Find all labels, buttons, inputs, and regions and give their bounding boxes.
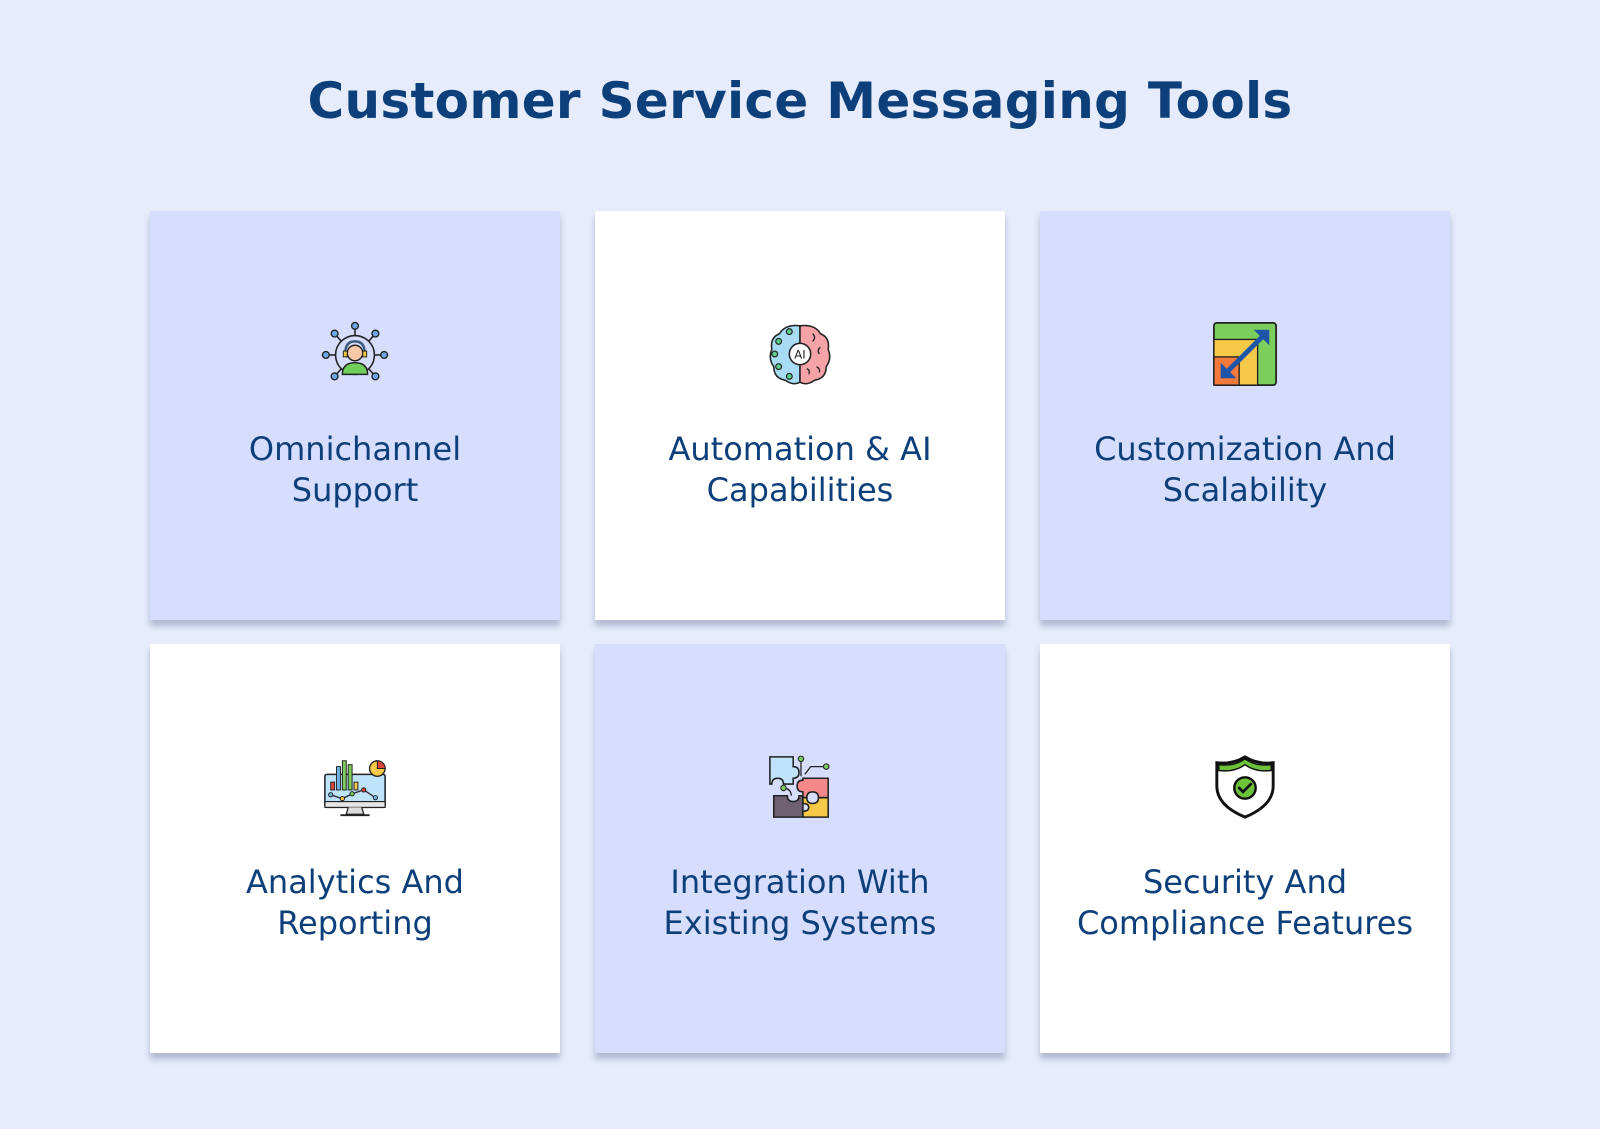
scale-chart-icon xyxy=(1210,319,1280,389)
puzzle-integration-icon xyxy=(765,752,835,822)
svg-text:AI: AI xyxy=(794,347,805,361)
card-label: Integration With Existing Systems xyxy=(663,863,937,942)
analytics-monitor-icon xyxy=(320,752,390,822)
feature-grid: Omnichannel Support AI Automation & AI xyxy=(150,211,1480,1077)
card-security-compliance: Security And Compliance Features xyxy=(1040,644,1450,1053)
card-automation-ai: AI Automation & AI Capabilities xyxy=(595,211,1005,620)
page-title: Customer Service Messaging Tools xyxy=(307,72,1293,130)
card-label: Customization And Scalability xyxy=(1094,430,1396,509)
card-customization-scalability: Customization And Scalability xyxy=(1040,211,1450,620)
card-integration-existing-systems: Integration With Existing Systems xyxy=(595,644,1005,1053)
security-shield-icon xyxy=(1210,752,1280,822)
card-label: Automation & AI Capabilities xyxy=(668,430,932,509)
card-label: Analytics And Reporting xyxy=(246,863,464,942)
card-label: Omnichannel Support xyxy=(248,430,462,509)
card-omnichannel-support: Omnichannel Support xyxy=(150,211,560,620)
ai-brain-icon: AI xyxy=(765,319,835,389)
card-label: Security And Compliance Features xyxy=(1076,863,1414,942)
omnichannel-agent-icon xyxy=(320,319,390,389)
card-analytics-reporting: Analytics And Reporting xyxy=(150,644,560,1053)
